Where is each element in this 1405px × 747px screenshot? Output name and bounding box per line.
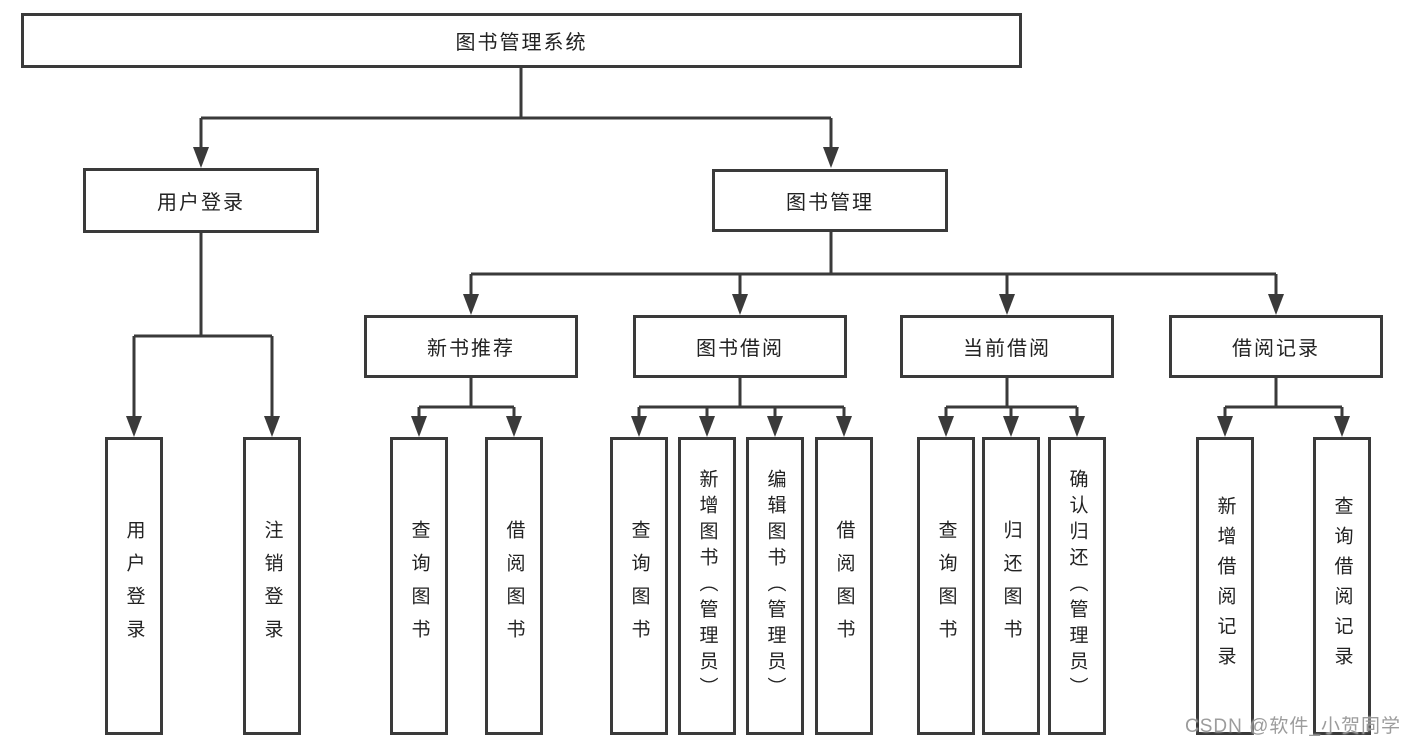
csdn-watermark: CSDN @软件_小贺同学 — [1185, 716, 1401, 737]
node-book-borrow-label: 图书借阅 — [696, 338, 784, 360]
leaf-user-login: 用户登录 — [105, 437, 163, 735]
node-borrow-records: 借阅记录 — [1169, 315, 1383, 378]
leaf-query-borrow-record-label: 查询借阅记录 — [1331, 496, 1353, 676]
leaf-borrow-books-label: 借阅图书 — [833, 520, 855, 652]
leaf-current-query-books: 查询图书 — [917, 437, 975, 735]
leaf-borrow-query-books: 查询图书 — [610, 437, 668, 735]
leaf-confirm-return-admin-label: 确认归还（管理员） — [1066, 469, 1088, 703]
leaf-confirm-return-admin: 确认归还（管理员） — [1048, 437, 1106, 735]
node-new-book-recommend-label: 新书推荐 — [427, 338, 515, 360]
leaf-return-books: 归还图书 — [982, 437, 1040, 735]
leaf-add-books-admin-label: 新增图书（管理员） — [696, 469, 718, 703]
node-book-management-branch: 图书管理 — [712, 169, 948, 232]
leaf-add-books-admin: 新增图书（管理员） — [678, 437, 736, 735]
leaf-return-books-label: 归还图书 — [1000, 520, 1022, 652]
arrowheads — [126, 147, 1350, 437]
node-current-borrow: 当前借阅 — [900, 315, 1114, 378]
leaf-recommend-borrow-books: 借阅图书 — [485, 437, 543, 735]
node-user-login-label: 用户登录 — [157, 192, 245, 214]
leaf-add-borrow-record-label: 新增借阅记录 — [1214, 496, 1236, 676]
leaf-current-query-books-label: 查询图书 — [935, 520, 957, 652]
leaf-edit-books-admin: 编辑图书（管理员） — [746, 437, 804, 735]
node-system-root: 图书管理系统 — [21, 13, 1022, 68]
node-user-login-branch: 用户登录 — [83, 168, 319, 233]
leaf-recommend-query-books: 查询图书 — [390, 437, 448, 735]
leaf-recommend-query-books-label: 查询图书 — [408, 520, 430, 652]
leaf-logout-label: 注销登录 — [261, 520, 283, 652]
leaf-logout: 注销登录 — [243, 437, 301, 735]
leaf-borrow-query-books-label: 查询图书 — [628, 520, 650, 652]
leaf-query-borrow-record: 查询借阅记录 — [1313, 437, 1371, 735]
node-borrow-records-label: 借阅记录 — [1232, 338, 1320, 360]
leaf-edit-books-admin-label: 编辑图书（管理员） — [764, 469, 786, 703]
leaf-user-login-label: 用户登录 — [123, 520, 145, 652]
node-new-book-recommend: 新书推荐 — [364, 315, 578, 378]
leaf-borrow-books: 借阅图书 — [815, 437, 873, 735]
node-current-borrow-label: 当前借阅 — [963, 338, 1051, 360]
node-book-management-label: 图书管理 — [786, 192, 874, 214]
leaf-recommend-borrow-books-label: 借阅图书 — [503, 520, 525, 652]
node-system-root-label: 图书管理系统 — [455, 32, 588, 54]
node-book-borrow: 图书借阅 — [633, 315, 847, 378]
leaf-add-borrow-record: 新增借阅记录 — [1196, 437, 1254, 735]
